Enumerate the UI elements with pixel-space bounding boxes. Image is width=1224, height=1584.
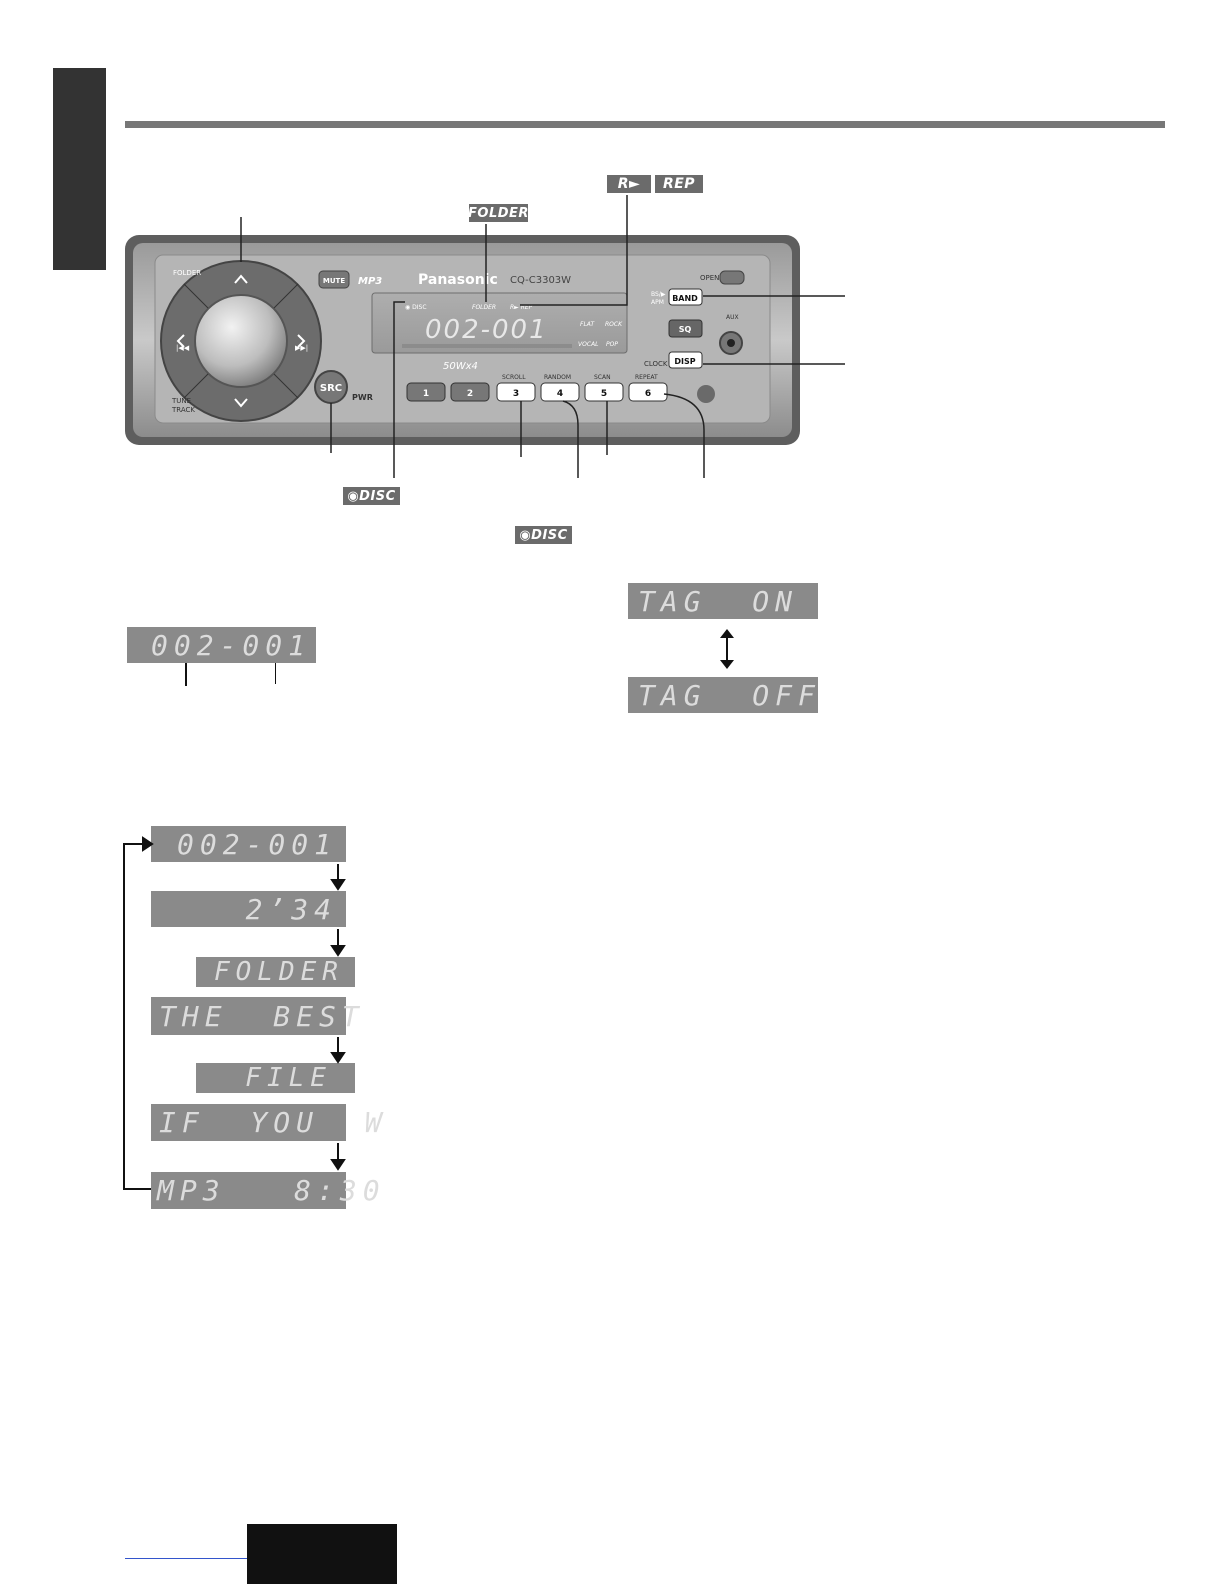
sequence-display-folder-label: FOLDER <box>196 957 355 987</box>
scan-label: SCAN <box>594 374 611 381</box>
folder-track-display: 002-001 <box>127 627 316 663</box>
sequence-display-folder-name: THE BEST <box>151 997 359 1035</box>
down-arrow-icon[interactable] <box>234 398 248 408</box>
power-rating: 50Wx4 <box>443 361 478 372</box>
prev-track-icon: |◀◀ <box>176 344 190 352</box>
src-label: SRC <box>320 383 342 394</box>
disc-tag-secondary: ◉DISC <box>515 526 572 544</box>
eq-flat: FLAT <box>580 321 595 328</box>
brand-logo: Panasonic <box>418 272 498 288</box>
folder-tag: FOLDER <box>468 204 529 222</box>
preset-label-1: 1 <box>423 389 429 399</box>
disc-tag: ◉DISC <box>343 487 400 505</box>
preset-button-1[interactable] <box>406 382 446 402</box>
preset-button-2[interactable] <box>450 382 490 402</box>
mute-button[interactable] <box>318 270 350 289</box>
tag-on-display: TAG ON <box>628 583 818 619</box>
up-arrow-icon[interactable] <box>234 274 248 284</box>
open-button[interactable] <box>719 270 745 285</box>
preset-button-4[interactable] <box>540 382 580 402</box>
sq-label: SQ <box>679 325 692 334</box>
sequence-arrows <box>123 836 346 1190</box>
track-number-pointer <box>275 663 276 684</box>
preset-label-5: 5 <box>601 389 607 399</box>
eq-rock: ROCK <box>605 321 623 328</box>
pwr-label: PWR <box>352 393 373 402</box>
track-label: TRACK <box>171 406 195 414</box>
lcd-main-text: 002-001 <box>425 315 548 345</box>
folder-knob-label: FOLDER <box>173 269 201 277</box>
lcd-repeat-indicator: R► REP <box>510 304 533 311</box>
preset-button-6[interactable] <box>628 382 668 402</box>
scroll-label: SCROLL <box>502 374 526 381</box>
remote-sensor <box>697 385 715 403</box>
page-number-tab <box>247 1524 397 1584</box>
next-track-icon: ▶▶| <box>295 344 308 352</box>
folder-number-pointer <box>185 663 187 686</box>
head-unit-diagram: |◀◀ ▶▶| FOLDER TUNE TRACK SRC PWR MUTE M… <box>125 195 845 478</box>
band-button[interactable] <box>668 288 703 306</box>
preset-button-5[interactable] <box>584 382 624 402</box>
mute-label: MUTE <box>323 277 345 285</box>
preset-label-6: 6 <box>645 389 651 399</box>
sq-button[interactable] <box>668 319 703 338</box>
band-label: BAND <box>672 294 698 303</box>
preset-label-3: 3 <box>513 389 519 399</box>
clock-label: CLOCK <box>644 360 668 368</box>
tune-label: TUNE <box>171 397 191 405</box>
unit-lcd <box>371 292 628 354</box>
volume-knob[interactable] <box>194 294 288 388</box>
section-side-tab <box>53 68 106 270</box>
model-number: CQ-C3303W <box>510 275 571 286</box>
sequence-display-file-label: FILE <box>196 1063 355 1093</box>
lcd-disc-indicator: ◉ DISC <box>405 304 427 311</box>
aux-label: AUX <box>726 314 739 321</box>
mp3-logo: MP3 <box>358 276 382 287</box>
lcd-folder-indicator: FOLDER <box>472 304 496 311</box>
band-fn-label: BS/▶ <box>651 291 666 298</box>
footer-rule <box>125 1558 265 1559</box>
toggle-double-arrow-icon <box>720 629 734 669</box>
disp-label: DISP <box>674 357 695 366</box>
preset-button-3[interactable] <box>496 382 536 402</box>
left-arrow-icon[interactable] <box>176 334 185 348</box>
eq-vocal: VOCAL <box>578 341 598 348</box>
right-arrow-icon[interactable] <box>297 334 306 348</box>
preset-label-2: 2 <box>467 389 473 399</box>
disp-button[interactable] <box>668 351 703 369</box>
section-title-rule <box>125 121 1165 128</box>
sequence-display-file-name: IF YOU W <box>151 1104 382 1141</box>
callout-lines <box>240 195 845 478</box>
sequence-display-time: 2’34 <box>151 891 346 927</box>
open-label: OPEN <box>700 274 719 282</box>
sequence-display-track: 002-001 <box>151 826 346 862</box>
random-play-tag: R► <box>607 175 651 193</box>
random-label: RANDOM <box>544 374 571 381</box>
preset-label-4: 4 <box>557 389 563 399</box>
tag-off-display: TAG OFF <box>628 677 818 713</box>
apm-label: APM <box>651 299 664 306</box>
repeat-label: REPEAT <box>635 374 658 381</box>
level-meter <box>402 344 572 348</box>
eq-pop: POP <box>606 341 618 348</box>
repeat-tag: REP <box>655 175 703 193</box>
